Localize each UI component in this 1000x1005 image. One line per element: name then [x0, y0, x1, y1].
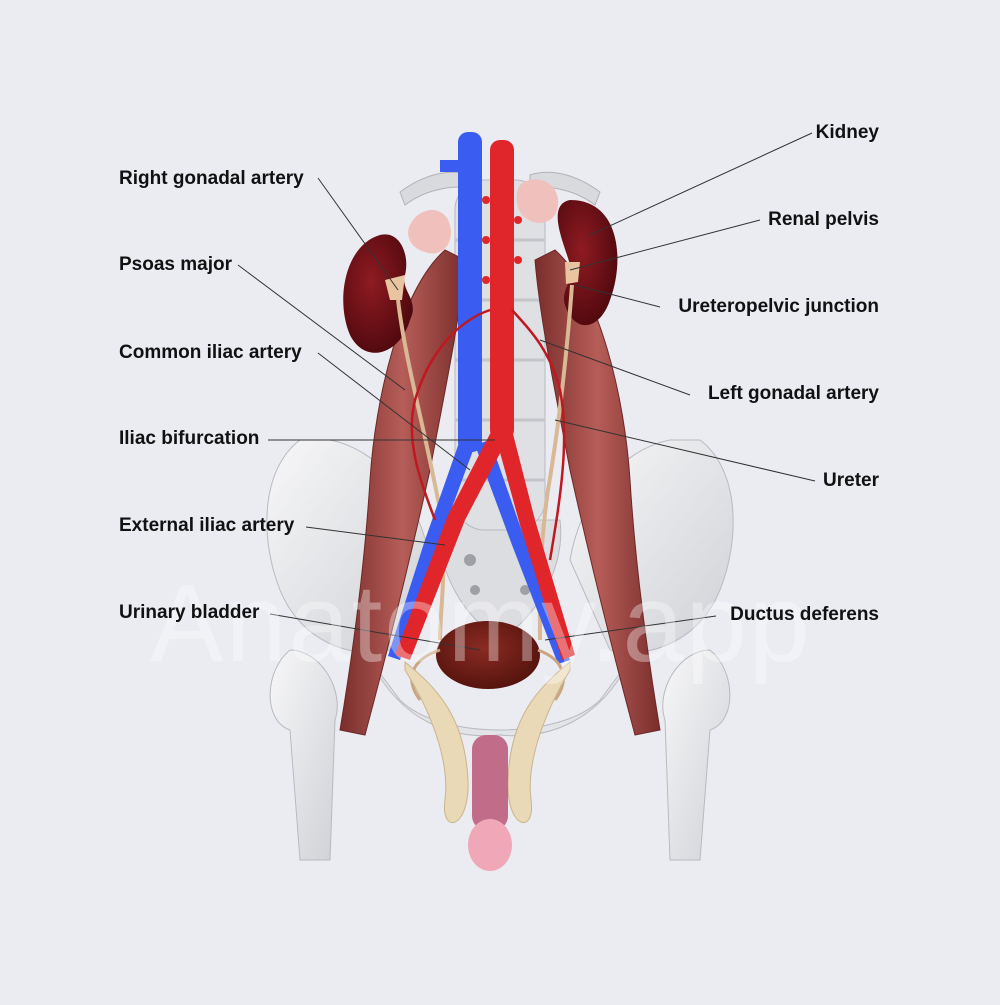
left-renal-pelvis — [565, 262, 580, 284]
leader-line-external-iliac-artery — [305, 526, 446, 546]
leader-line-ureteropelvic-junction — [574, 284, 661, 308]
label-urinary-bladder: Urinary bladder — [119, 602, 260, 623]
label-kidney: Kidney — [815, 122, 879, 143]
left-adrenal-gland — [516, 179, 559, 223]
urinary-bladder — [436, 621, 540, 689]
sacral-foramen — [520, 585, 530, 595]
label-iliac-bifurcation: Iliac bifurcation — [119, 428, 260, 449]
left-gonadal-artery — [511, 309, 566, 561]
right-common-iliac-artery — [395, 430, 508, 660]
left-common-iliac-artery — [496, 430, 575, 660]
leader-line-kidney — [589, 132, 813, 236]
right-adrenal-gland — [408, 210, 451, 254]
lumbar-branch — [482, 276, 490, 284]
leader-line-psoas-major — [237, 264, 406, 391]
abdominal-aorta — [490, 140, 514, 440]
label-ureter: Ureter — [823, 470, 879, 491]
label-ureteropelvic-junction: Ureteropelvic junction — [678, 296, 879, 317]
right-femur — [269, 649, 338, 861]
penis-shaft — [472, 735, 508, 830]
leader-line-ductus-deferens — [544, 615, 717, 641]
label-right-gonadal-artery: Right gonadal artery — [119, 168, 304, 189]
right-psoas-major — [339, 249, 466, 736]
leader-line-renal-pelvis — [569, 219, 761, 271]
label-external-iliac-artery: External iliac artery — [119, 515, 295, 536]
sacral-foramen — [470, 585, 480, 595]
right-renal-pelvis — [385, 275, 405, 300]
label-common-iliac-artery: Common iliac artery — [119, 342, 302, 363]
leader-lines — [237, 132, 816, 651]
label-psoas-major: Psoas major — [119, 254, 232, 275]
leader-line-common-iliac-artery — [317, 352, 471, 471]
left-spermatic-cord — [507, 660, 571, 823]
lumbar-branch — [482, 196, 490, 204]
leader-line-urinary-bladder — [269, 613, 481, 651]
lumbar-branch — [482, 236, 490, 244]
glans — [468, 819, 512, 871]
right-kidney — [343, 234, 413, 353]
left-femur — [662, 649, 731, 861]
lumbar-branch — [514, 256, 522, 264]
right-gonadal-artery — [410, 308, 491, 521]
leader-line-left-gonadal-artery — [539, 339, 691, 396]
renal-vein-stub — [440, 160, 460, 172]
lumbar-branch — [514, 216, 522, 224]
label-renal-pelvis: Renal pelvis — [768, 209, 879, 230]
leader-line-right-gonadal-artery — [317, 177, 399, 291]
right-spermatic-cord — [404, 660, 469, 823]
label-left-gonadal-artery: Left gonadal artery — [707, 383, 879, 404]
sacral-foramen — [464, 554, 476, 566]
watermark: Anatomy.app — [150, 562, 813, 685]
inferior-vena-cava — [458, 132, 482, 452]
right-common-iliac-vein — [388, 440, 475, 660]
label-ductus-deferens: Ductus deferens — [730, 604, 879, 625]
aorta-system — [395, 140, 575, 660]
leader-line-ureter — [554, 419, 816, 482]
